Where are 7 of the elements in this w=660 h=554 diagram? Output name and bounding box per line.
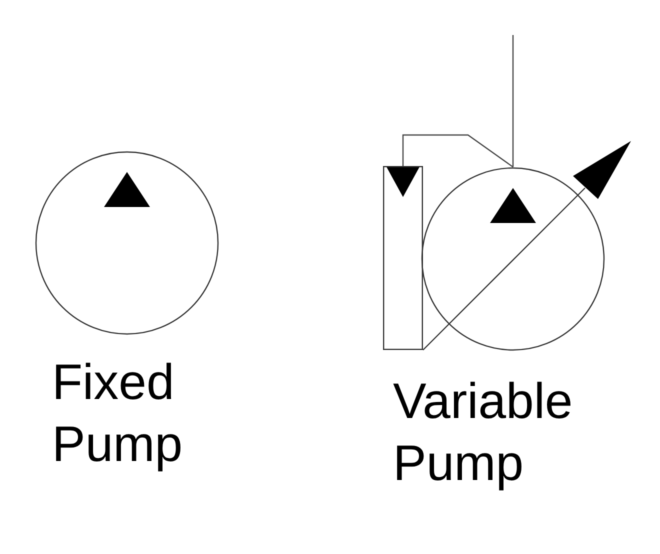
pilot-line (386, 134, 514, 197)
drive-line (512, 35, 514, 167)
pump-label: Fixed Pump (52, 353, 184, 474)
compensator-box (383, 166, 423, 350)
pump-circle (421, 167, 605, 351)
pump-circle (35, 151, 219, 335)
pump-label: Variable Pump (393, 372, 574, 493)
